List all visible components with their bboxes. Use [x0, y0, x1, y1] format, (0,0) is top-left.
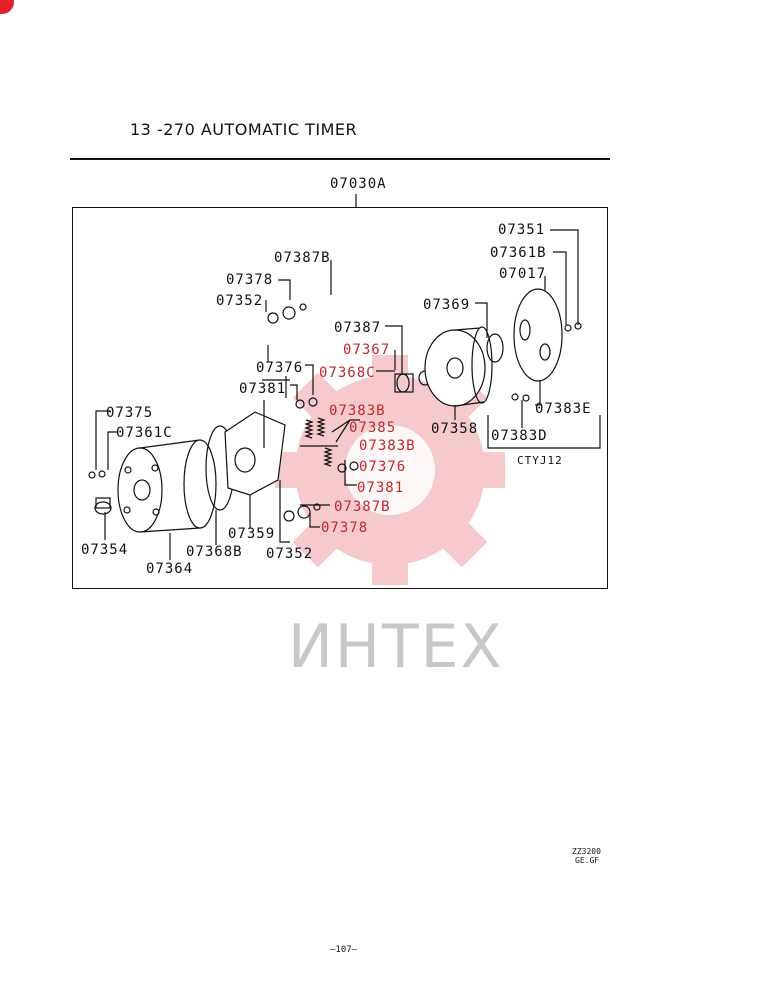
- callout-07378-top: 07378: [226, 272, 274, 288]
- callout-07359: 07359: [228, 526, 276, 542]
- footer-code-1: ZZ3200: [572, 847, 601, 856]
- callout-07367: 07367: [343, 342, 391, 358]
- diagram-frame: [72, 207, 608, 589]
- callout-07383D: 07383D: [491, 428, 548, 444]
- housing-07364: [117, 439, 217, 533]
- footer-code-2: GE.GF: [575, 856, 600, 865]
- callout-07361B: 07361B: [490, 245, 547, 261]
- callout-07387B-top: 07387B: [274, 250, 331, 266]
- callout-07383B-b: 07383B: [359, 438, 416, 454]
- callout-07368B: 07368B: [186, 544, 243, 560]
- callout-07383B-a: 07383B: [329, 403, 386, 419]
- callout-07352-bot: 07352: [266, 546, 314, 562]
- callout-07375: 07375: [106, 405, 154, 421]
- page-title: 13 -270 AUTOMATIC TIMER: [130, 120, 358, 139]
- callout-07351: 07351: [498, 222, 546, 238]
- callout-07387: 07387: [334, 320, 382, 336]
- callout-07381-bot: 07381: [357, 480, 405, 496]
- hub-07359: [224, 411, 286, 496]
- assembly-number: 07030A: [330, 176, 387, 192]
- callout-07017: 07017: [499, 266, 547, 282]
- callout-07383E: 07383E: [535, 401, 592, 417]
- callout-07352-top: 07352: [216, 293, 264, 309]
- callout-07376-bot: 07376: [359, 459, 407, 475]
- plate-07017: [513, 288, 563, 382]
- callout-07369: 07369: [423, 297, 471, 313]
- callout-07387B-bot: 07387B: [334, 499, 391, 515]
- callout-07376-top: 07376: [256, 360, 304, 376]
- page-number: —107—: [330, 945, 358, 955]
- callout-07361C: 07361C: [116, 425, 173, 441]
- callout-07381-top: 07381: [239, 381, 287, 397]
- title-divider: [70, 158, 610, 160]
- callout-07385: 07385: [349, 420, 397, 436]
- callout-07358: 07358: [431, 421, 479, 437]
- watermark-text: ИНТЕХ: [288, 612, 504, 682]
- flange-07358: [424, 326, 493, 407]
- callout-07378-bot: 07378: [321, 520, 369, 536]
- callout-07364: 07364: [146, 561, 194, 577]
- callout-ctyj12: CTYJ12: [517, 454, 563, 467]
- callout-07368C: 07368C: [319, 365, 376, 381]
- callout-07354: 07354: [81, 542, 129, 558]
